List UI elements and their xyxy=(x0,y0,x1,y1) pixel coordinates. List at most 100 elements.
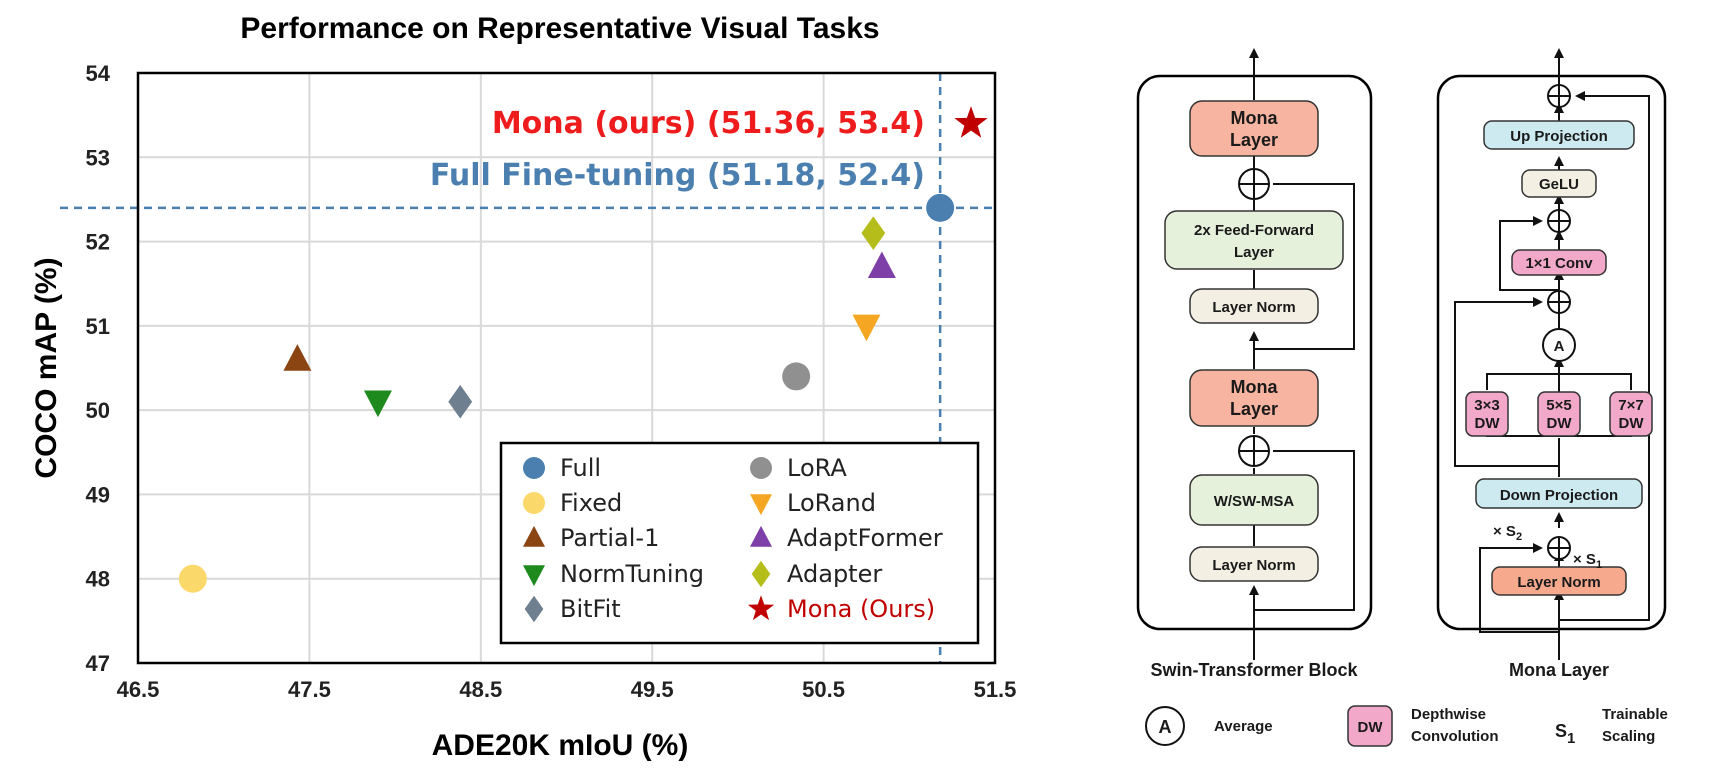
mona-add-node-top xyxy=(1547,84,1571,108)
mona-add-node-gelu xyxy=(1547,209,1571,233)
key-average-symbol: A xyxy=(1159,717,1172,737)
swin-add-node-top xyxy=(1238,168,1270,200)
swin-layer-norm-bottom: Layer Norm xyxy=(1189,546,1319,582)
y-tick-label: 47 xyxy=(86,651,110,676)
key-average-label: Average xyxy=(1214,718,1273,735)
legend-marker-full xyxy=(523,457,545,479)
legend-marker-bitfit xyxy=(524,595,544,623)
mona-layer-norm: Layer Norm xyxy=(1491,566,1627,596)
y-tick-label: 54 xyxy=(86,61,111,86)
mona-add-node-conv xyxy=(1547,290,1571,314)
plot-frame xyxy=(136,71,997,665)
mona-down-projection-label: Down Projection xyxy=(1500,487,1618,504)
mona-dw-5x5: 5×5 DW xyxy=(1537,391,1581,437)
x-tick-label: 48.5 xyxy=(459,677,502,702)
swin-ln-top-label: Layer Norm xyxy=(1212,299,1295,316)
mona-caption: Mona Layer xyxy=(1509,660,1609,680)
swin-ln-bottom-label: Layer Norm xyxy=(1212,557,1295,574)
point-bitfit xyxy=(448,384,473,419)
legend-label-normtuning: NormTuning xyxy=(560,560,704,588)
annotation-mona: Mona (ours) (51.36, 53.4) xyxy=(492,106,925,141)
legend-marker-adaptformer xyxy=(750,525,772,547)
mona-scale-s1: × S1 xyxy=(1573,551,1602,571)
y-axis-label: COCO mAP (%) xyxy=(30,257,63,478)
swin-layer-norm-top: Layer Norm xyxy=(1189,288,1319,324)
key-scaling-symbol: S1 xyxy=(1555,721,1575,747)
x-tick-label: 50.5 xyxy=(802,677,845,702)
legend-label-lorand: LoRand xyxy=(787,489,876,517)
legend-label-lora: LoRA xyxy=(787,454,847,482)
mona-dw-7x7-line2: DW xyxy=(1619,415,1645,432)
key-dw-label-line2: Convolution xyxy=(1411,728,1498,745)
mona-conv1x1-label: 1×1 Conv xyxy=(1525,255,1593,272)
x-axis-label: ADE20K mIoU (%) xyxy=(432,729,689,762)
legend-marker-lora xyxy=(750,457,772,479)
y-tick-label: 51 xyxy=(86,314,110,339)
x-tick-label: 47.5 xyxy=(288,677,331,702)
swin-msa-label: W/SW-MSA xyxy=(1214,493,1295,510)
mona-scale-s2: × S2 xyxy=(1493,523,1522,543)
y-tick-label: 52 xyxy=(86,230,110,255)
key-dw-symbol: DW xyxy=(1358,719,1384,736)
legend-label-mona-ours: Mona (Ours) xyxy=(787,595,935,623)
legend-label-bitfit: BitFit xyxy=(560,595,621,623)
legend-label-partial-1: Partial-1 xyxy=(560,524,659,552)
swin-mona-top-line2: Layer xyxy=(1230,130,1278,150)
mona-up-projection: Up Projection xyxy=(1483,120,1635,150)
scatter-chart: Performance on Representative Visual Tas… xyxy=(30,12,1016,762)
mona-conv1x1: 1×1 Conv xyxy=(1511,249,1607,276)
key-average-icon xyxy=(1145,706,1185,746)
swin-add-node-bottom xyxy=(1238,435,1270,467)
diagram-key: A Average DW Depthwise Convolution S1 Tr… xyxy=(1145,705,1668,747)
x-tick-label: 46.5 xyxy=(117,677,160,702)
legend-marker-partial-1 xyxy=(523,525,545,547)
mona-gelu: GeLU xyxy=(1521,169,1597,198)
swin-feed-forward-box: 2x Feed-Forward Layer xyxy=(1164,210,1344,270)
key-scaling-label-line2: Scaling xyxy=(1602,728,1655,745)
legend-box xyxy=(499,441,980,645)
x-tick-labels: 46.5 47.5 48.5 49.5 50.5 51.5 xyxy=(117,677,1017,702)
chart-legend: FullFixedPartial-1NormTuningBitFitLoRALo… xyxy=(499,441,980,645)
swin-mona-bottom-line1: Mona xyxy=(1231,377,1279,397)
point-full xyxy=(926,193,955,222)
mona-layer-norm-label: Layer Norm xyxy=(1517,574,1600,591)
y-tick-label: 53 xyxy=(86,145,110,170)
mona-dw-5x5-line2: DW xyxy=(1547,415,1573,432)
legend-marker-adapter xyxy=(751,560,771,588)
point-adapter xyxy=(861,216,886,250)
point-partial-1 xyxy=(283,344,312,371)
mona-layer-diagram: A Up Projection GeLU 1×1 Conv 3×3 DW 5×5… xyxy=(1436,48,1667,680)
point-normtuning xyxy=(363,390,392,418)
mona-dw-3x3: 3×3 DW xyxy=(1465,391,1509,437)
legend-marker-lorand xyxy=(750,494,772,516)
chart-title: Performance on Representative Visual Tas… xyxy=(240,12,879,45)
legend-label-fixed: Fixed xyxy=(560,489,622,517)
legend-marker-normtuning xyxy=(523,565,545,587)
swin-msa-box: W/SW-MSA xyxy=(1189,474,1319,526)
point-lora xyxy=(782,362,811,391)
key-dw-label-line1: Depthwise xyxy=(1411,706,1486,723)
mona-down-projection: Down Projection xyxy=(1475,478,1643,509)
point-fixed xyxy=(178,564,207,593)
mona-gelu-label: GeLU xyxy=(1539,176,1579,193)
mona-dw-7x7-line1: 7×7 xyxy=(1618,397,1643,414)
y-tick-label: 49 xyxy=(86,482,110,507)
data-points xyxy=(178,106,988,593)
x-tick-label: 51.5 xyxy=(974,677,1017,702)
mona-dw-3x3-line1: 3×3 xyxy=(1474,397,1499,414)
mona-dw-5x5-line1: 5×5 xyxy=(1546,397,1571,414)
swin-caption: Swin-Transformer Block xyxy=(1150,660,1358,680)
swin-ffn-line1: 2x Feed-Forward xyxy=(1194,222,1314,239)
swin-ffn-line2: Layer xyxy=(1234,244,1274,261)
key-scaling-label-line1: Trainable xyxy=(1602,706,1668,723)
legend-marker-fixed xyxy=(523,492,545,514)
mona-average-symbol: A xyxy=(1554,338,1565,355)
x-tick-label: 49.5 xyxy=(631,677,674,702)
point-lorand xyxy=(852,314,881,342)
key-dw-icon xyxy=(1347,705,1393,747)
swin-mona-layer-bottom: Mona Layer xyxy=(1189,369,1319,427)
y-tick-label: 48 xyxy=(86,567,110,592)
mona-add-node-bottom xyxy=(1547,536,1571,560)
